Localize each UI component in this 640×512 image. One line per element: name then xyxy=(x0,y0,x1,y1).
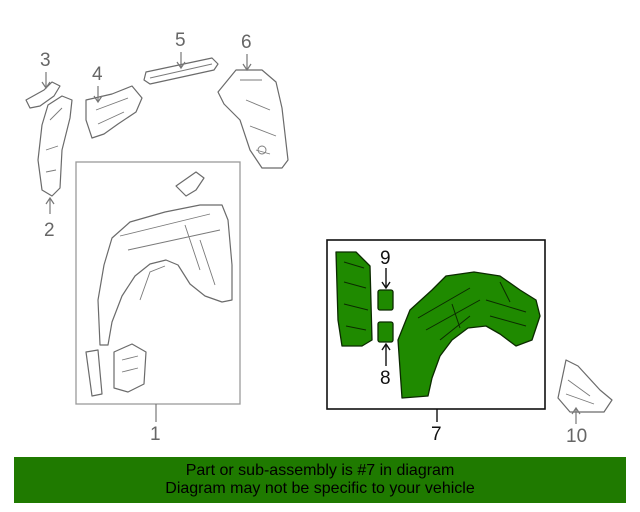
callout-7: 7 xyxy=(431,424,442,445)
callout-9: 9 xyxy=(380,248,391,269)
leader-4 xyxy=(93,86,103,104)
part-3-bracket[interactable] xyxy=(25,81,61,109)
part-5-rail[interactable] xyxy=(143,57,219,85)
part-9-patch[interactable] xyxy=(377,289,394,311)
leader-9 xyxy=(381,268,391,290)
part-2-pillar[interactable] xyxy=(37,95,73,197)
banner-line-1: Part or sub-assembly is #7 in diagram xyxy=(185,462,455,479)
leader-8 xyxy=(381,342,391,366)
leader-10 xyxy=(571,406,581,424)
part-8-patch[interactable] xyxy=(377,321,394,343)
leader-3 xyxy=(41,72,51,90)
leader-2 xyxy=(45,196,55,214)
callout-6: 6 xyxy=(241,32,252,53)
info-banner: Part or sub-assembly is #7 in diagram Di… xyxy=(14,457,626,503)
leader-5 xyxy=(176,52,186,70)
banner-line-2: Diagram may not be specific to your vehi… xyxy=(165,480,475,497)
callout-4: 4 xyxy=(92,64,103,85)
part-4-reinforcement[interactable] xyxy=(85,85,143,139)
callout-5: 5 xyxy=(175,30,186,51)
part-6-rear-pillar[interactable] xyxy=(217,69,289,169)
part-7-wheelhouse-assembly[interactable] xyxy=(335,251,541,399)
part-10-gusset[interactable] xyxy=(557,359,613,413)
part-1-group-box xyxy=(75,161,241,405)
callout-2: 2 xyxy=(44,220,55,241)
callout-3: 3 xyxy=(40,50,51,71)
part-1-wheelhouse-panel[interactable] xyxy=(85,171,233,397)
callout-1: 1 xyxy=(150,424,161,445)
leader-6 xyxy=(242,54,252,72)
parts-diagram: 1 2 3 4 5 6 7 8 9 10 xyxy=(25,30,613,447)
part-7-group-box xyxy=(326,239,546,410)
callout-8: 8 xyxy=(380,368,391,389)
callout-10: 10 xyxy=(566,426,587,447)
